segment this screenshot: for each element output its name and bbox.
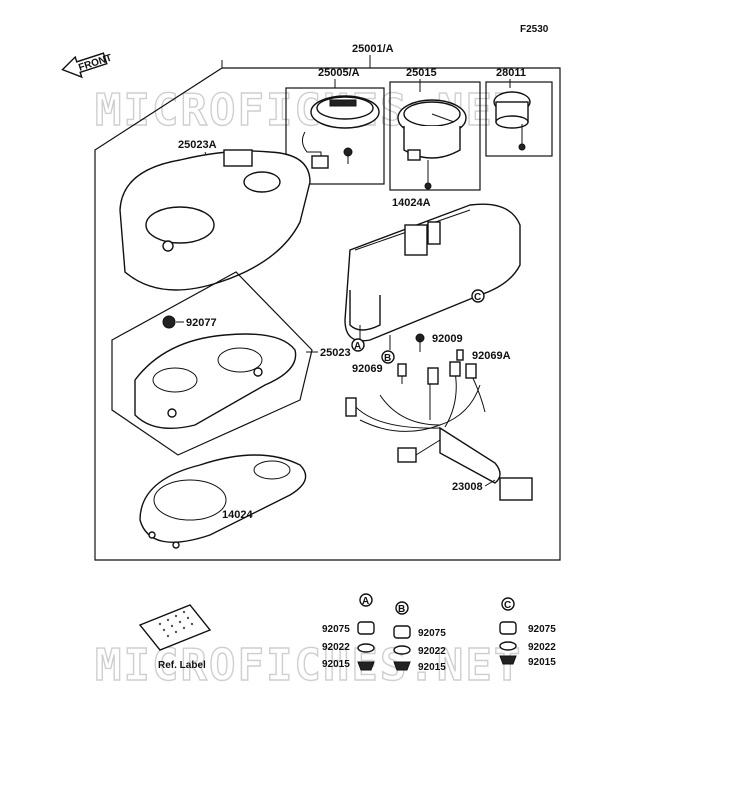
fuel-gauge-box <box>485 81 553 157</box>
upper-cover-part <box>119 149 311 291</box>
bulb-a-part <box>456 349 464 361</box>
marker-c-kit: C <box>504 600 511 611</box>
label-lower-cover: 25023 <box>320 347 351 359</box>
kit-a: A 92075 92022 92015 <box>322 593 375 671</box>
kit-b-washer-label: 92022 <box>418 646 446 657</box>
speedo-box <box>389 81 481 191</box>
ref-label-part <box>138 604 212 651</box>
kit-a-nut-label: 92015 <box>322 659 350 670</box>
screw-part <box>415 333 425 352</box>
kit-c: C 92075 92022 92015 <box>499 597 556 668</box>
bulb-part <box>397 363 407 384</box>
label-bulb: 92069 <box>352 363 383 375</box>
kit-c-washer-label: 92022 <box>528 642 556 653</box>
kit-c-nut-label: 92015 <box>528 657 556 668</box>
kit-a-damper-label: 92075 <box>322 624 350 635</box>
harness-part <box>345 361 533 501</box>
label-gasket: 14024 <box>222 509 253 521</box>
kit-c-damper-label: 92075 <box>528 624 556 635</box>
kit-b-nut-label: 92015 <box>418 662 446 673</box>
label-upper-cover: 25023A <box>178 139 217 151</box>
label-screw: 92009 <box>432 333 463 345</box>
case-part <box>344 203 521 350</box>
marker-a-case: A <box>354 341 361 352</box>
diagram-code: F2530 <box>520 24 549 35</box>
lower-cover-box <box>111 271 313 456</box>
label-assembly: 25001/A <box>352 43 394 55</box>
marker-b-kit: B <box>398 604 405 615</box>
gasket-part <box>139 454 307 549</box>
label-case: 14024A <box>392 197 431 209</box>
lower-cover-part <box>134 315 297 430</box>
kit-b-damper-label: 92075 <box>418 628 446 639</box>
tach-gauge-part <box>301 95 380 169</box>
kit-a-washer-label: 92022 <box>322 642 350 653</box>
label-harness: 23008 <box>452 481 483 493</box>
fuel-gauge-part <box>493 91 531 151</box>
speedo-part <box>397 99 467 190</box>
label-grommet-top: 92077 <box>186 317 217 329</box>
marker-a-kit: A <box>362 596 369 607</box>
label-fuel-gauge: 28011 <box>496 67 526 79</box>
label-bulb-a: 92069A <box>472 350 511 362</box>
marker-b-case: B <box>384 353 391 364</box>
front-arrow-icon: FRONT <box>61 52 113 79</box>
label-tach-gauge: 25005/A <box>318 67 360 79</box>
assembly-frame <box>94 67 561 561</box>
kit-b: B 92075 92022 92015 <box>393 601 446 673</box>
marker-c-case: C <box>474 292 481 303</box>
label-ref-label: Ref. Label <box>158 660 206 671</box>
label-speedo: 25015 <box>406 67 437 79</box>
